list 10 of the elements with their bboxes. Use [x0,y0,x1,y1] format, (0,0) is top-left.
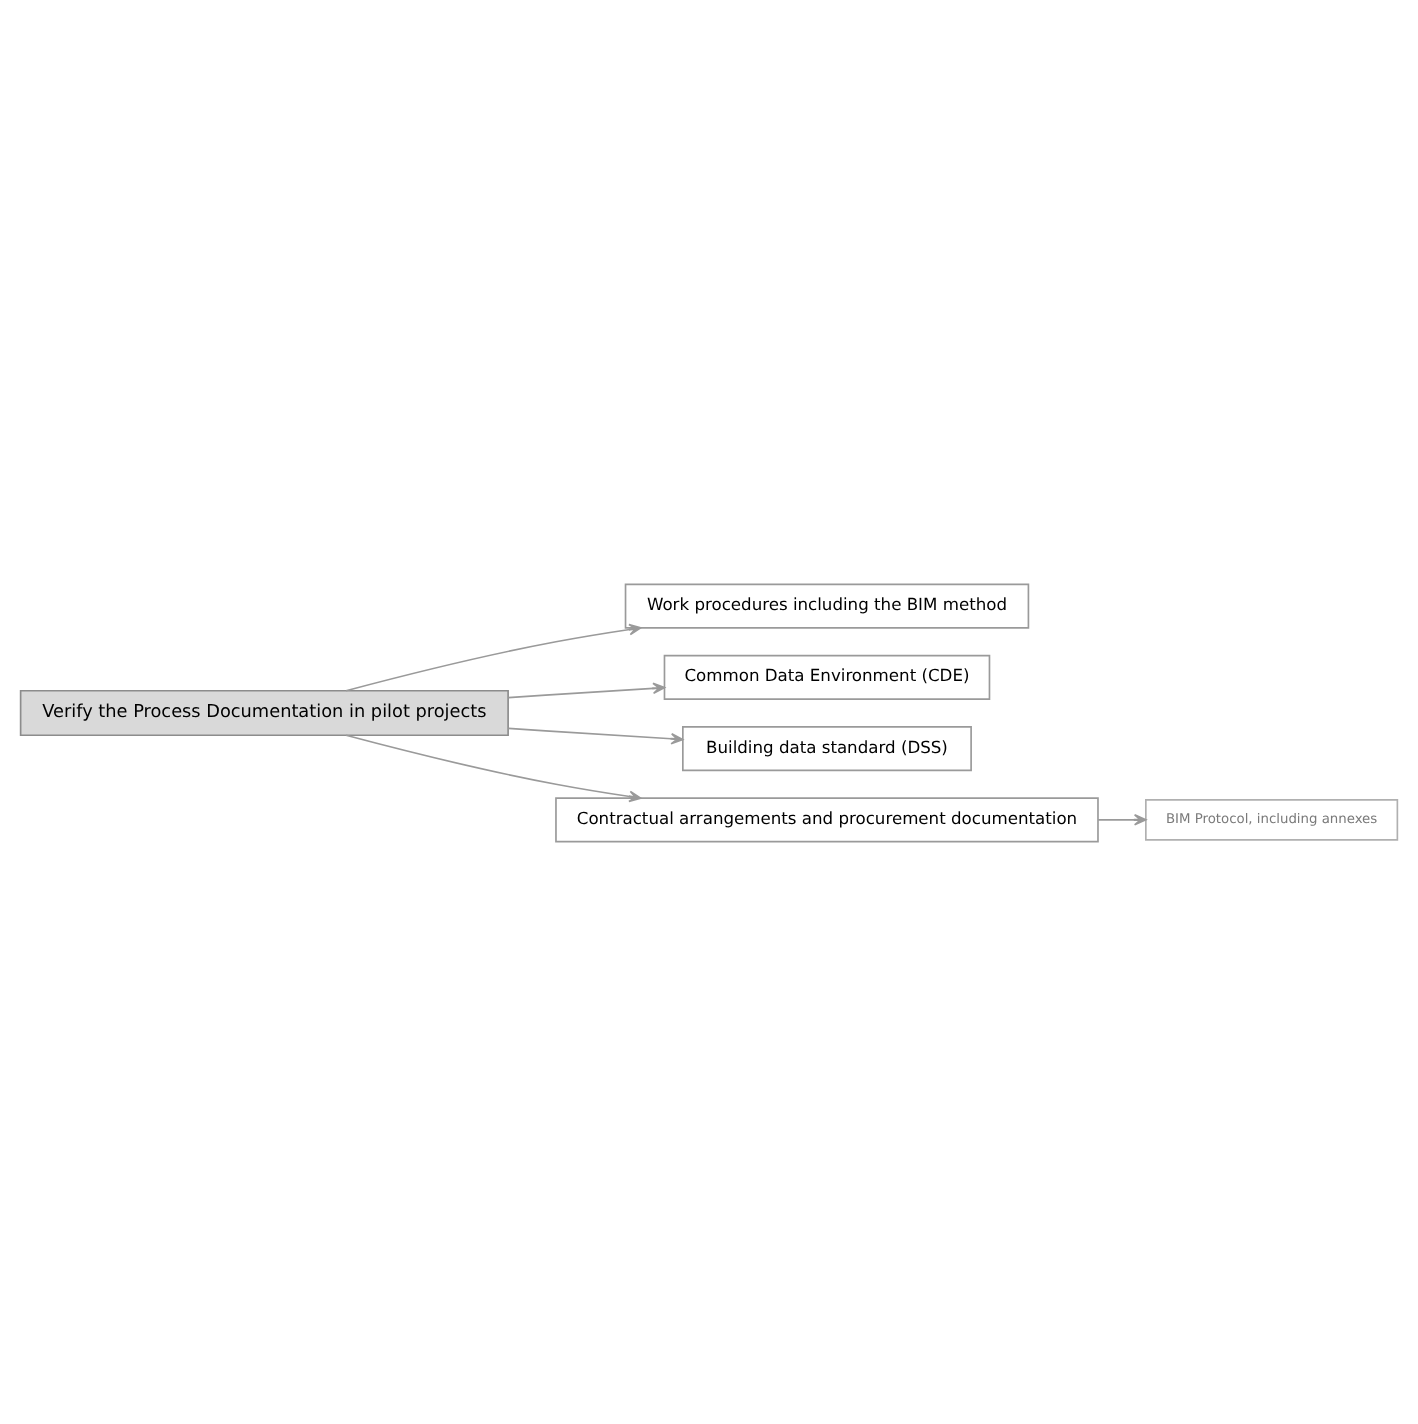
arrow [1097,813,1147,825]
node-box: Work procedures including the BIM method [624,582,1030,628]
arrow [345,733,642,802]
arrow [507,681,666,698]
node-box: Building data standard (DSS) [682,725,972,771]
arrow [345,622,642,691]
node-box: Contractual arrangements and procurement documentation [555,796,1099,842]
node-box: Verify the Process Documentation in pilot projects [19,688,509,736]
arrow [507,726,684,744]
node-box: Common Data Environment (CDE) [663,653,991,699]
